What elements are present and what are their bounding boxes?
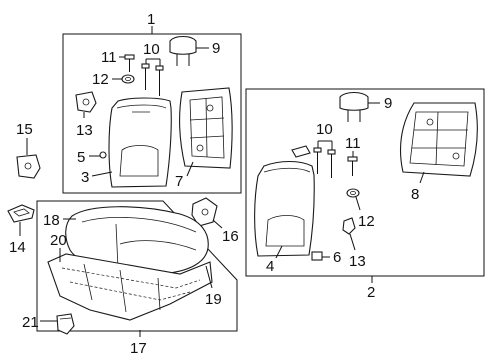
- callout-5: 5: [77, 149, 85, 166]
- callout-9-left: 9: [212, 40, 220, 57]
- cushion-frame-part: [47, 253, 213, 321]
- bolts-right-part: [313, 147, 336, 178]
- callout-13-right: 13: [349, 253, 366, 270]
- latch-left-part: [75, 91, 97, 113]
- callout-4: 4: [266, 258, 274, 275]
- callout-11-right: 11: [345, 135, 361, 152]
- callout-18: 18: [43, 212, 60, 229]
- callout-7: 7: [175, 173, 183, 190]
- bolt-left-part: [124, 54, 135, 72]
- bolt-right-part: [347, 156, 358, 176]
- callout-10-left: 10: [143, 41, 160, 58]
- callout-3: 3: [81, 169, 89, 186]
- callout-14: 14: [9, 239, 26, 256]
- callout-19: 19: [205, 291, 222, 308]
- callout-10-right: 10: [316, 121, 333, 138]
- seat-back-right-part: [254, 160, 323, 261]
- latch-cover-part: [16, 154, 41, 179]
- seat-back-frame-left-part: [179, 87, 233, 169]
- callout-21: 21: [22, 314, 39, 331]
- callout-8: 8: [411, 186, 419, 203]
- bolts-left-part: [141, 63, 164, 96]
- latch-right-part: [342, 217, 356, 235]
- leader-lines: [19, 26, 425, 337]
- callout-9-right: 9: [384, 95, 392, 112]
- headrest-left-part: [169, 35, 197, 66]
- pin-part: [99, 151, 107, 159]
- callout-1: 1: [147, 11, 155, 28]
- bracket-14-part: [7, 204, 35, 223]
- callout-13-left: 13: [76, 122, 93, 139]
- seat-back-frame-right-part: [399, 102, 478, 177]
- callout-12-right: 12: [358, 213, 375, 230]
- bracket-right-part: [291, 145, 311, 158]
- callout-20: 20: [50, 232, 67, 249]
- callout-labels: 1 2 3 4 5 6 7 8 9 9 10 10 11 11 12 12 13…: [9, 11, 419, 357]
- hinge-part: [191, 197, 218, 227]
- callout-11-left: 11: [101, 49, 117, 66]
- callout-15: 15: [16, 121, 33, 138]
- seat-back-left-part: [108, 97, 172, 188]
- headrest-right-part: [339, 91, 369, 122]
- callout-12-left: 12: [92, 71, 109, 88]
- callout-6: 6: [333, 249, 341, 266]
- clip-part: [56, 313, 75, 335]
- callout-17: 17: [130, 340, 147, 357]
- callout-2: 2: [367, 284, 375, 301]
- group-box-2: [245, 88, 485, 277]
- seat-cushion-part: [65, 206, 209, 275]
- group-box-17: [36, 200, 238, 332]
- nut-left-part: [121, 74, 135, 84]
- callout-16: 16: [222, 228, 239, 245]
- nut-right-part: [346, 188, 360, 198]
